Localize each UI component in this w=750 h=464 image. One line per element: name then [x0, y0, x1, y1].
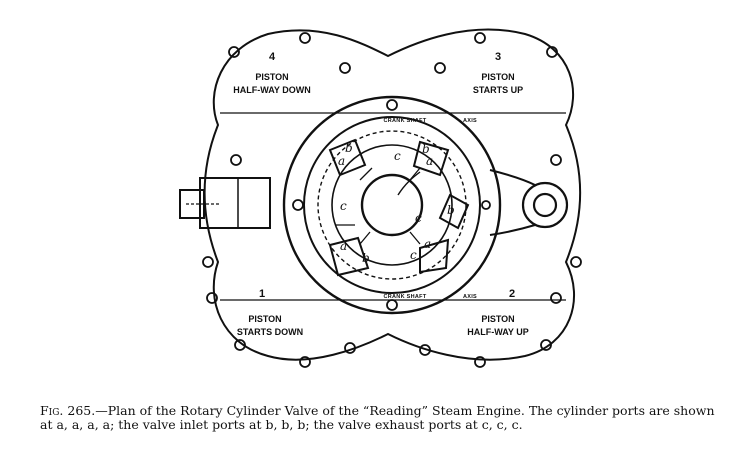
q4-line2: HALF-WAY DOWN — [233, 85, 311, 95]
port-block-right — [438, 193, 470, 230]
rotation-arrow — [397, 171, 421, 196]
port-a2: a — [426, 154, 433, 168]
crank-pin-hole — [532, 192, 558, 218]
q4-line1: PISTON — [255, 72, 288, 82]
axis-label-top: AXIS — [463, 118, 477, 124]
port-a4: a — [340, 239, 347, 253]
port-b2: b — [422, 142, 430, 156]
q2-number: 2 — [509, 288, 515, 300]
valve-housing-inner — [303, 116, 481, 294]
port-block-top-right — [412, 140, 450, 177]
crank-boss — [521, 181, 569, 229]
axis-label-bottom: AXIS — [463, 294, 477, 300]
port-block-bottom-left — [328, 236, 370, 277]
q4-number: 4 — [269, 51, 276, 63]
port-c3: c — [415, 211, 422, 225]
q3-line1: PISTON — [481, 72, 514, 82]
inlet-pipe-flange — [199, 177, 271, 229]
q2-line1: PISTON — [481, 314, 514, 324]
q1-line2: STARTS DOWN — [237, 327, 303, 337]
bolt-holes — [202, 32, 582, 368]
crank-shaft-label-bottom: CRANK SHAFT — [383, 294, 426, 300]
port-block-bottom-right — [419, 238, 450, 274]
port-c2: c — [340, 199, 347, 213]
port-block-top-left — [328, 138, 367, 177]
port-a1: a — [338, 154, 345, 168]
rotary-valve-diagram: 4 PISTON HALF-WAY DOWN 3 PISTON STARTS U… — [179, 28, 582, 368]
q3-number: 3 — [495, 51, 501, 63]
q1-number: 1 — [259, 288, 265, 300]
crank-shaft-hub — [360, 173, 424, 237]
casing-outline — [203, 28, 582, 361]
valve-housing-outer — [282, 95, 502, 315]
crank-shaft-label-top: CRANK SHAFT — [383, 118, 426, 124]
q3-line2: STARTS UP — [473, 85, 523, 95]
port-a3: a — [424, 237, 431, 251]
port-b4: b — [362, 251, 370, 265]
figure-number: Fig. 265. — [40, 403, 96, 418]
valve-rotor — [331, 144, 453, 266]
q2-line2: HALF-WAY UP — [467, 327, 529, 337]
port-b3: b — [447, 203, 455, 217]
port-b1: b — [345, 141, 353, 155]
figure-caption: Fig. 265.—Plan of the Rotary Cylinder Va… — [40, 404, 720, 432]
q1-line1: PISTON — [248, 314, 281, 324]
port-c1: c — [394, 149, 401, 163]
caption-text: —Plan of the Rotary Cylinder Valve of th… — [40, 403, 715, 432]
port-c4: c — [410, 248, 417, 262]
